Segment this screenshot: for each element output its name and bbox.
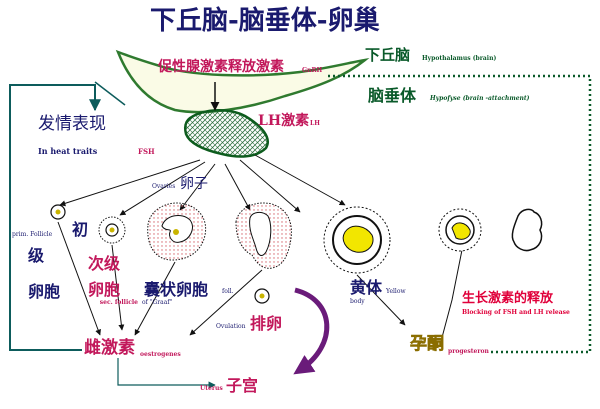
graafian-cn: 囊状卵胞 [144, 280, 209, 299]
graafian-follicle [147, 202, 207, 261]
pituitary-label: 脑垂体 [368, 86, 417, 105]
growth-hormone-cn: 生长激素的释放 [462, 291, 554, 306]
growth-hormone-en: Blocking of FSH and LH release [462, 309, 570, 316]
corpus-albicans [511, 208, 543, 252]
corpus-luteum-cn: 黄体 [350, 278, 383, 297]
ruptured-follicle [235, 202, 292, 269]
primary-follicle-en: prim. Follicle [12, 231, 53, 238]
ovulation-en: Ovulation [216, 323, 246, 330]
uterus-en: Uterus [200, 385, 223, 392]
ovulated-egg [254, 288, 270, 304]
hormone-arrows [57, 221, 406, 336]
hypothalamus-shape [115, 49, 370, 114]
primary-follicle-cn1: 初 [72, 220, 89, 239]
ovaries-en: Ovaries [152, 183, 176, 190]
heat-arrow [94, 81, 126, 106]
heat-en: In heat traits [38, 146, 98, 156]
secondary-follicle-cn1: 次级 [88, 254, 121, 273]
uterus-arrow [117, 358, 216, 389]
estrogen-cn: 雌激素 [84, 338, 135, 358]
pituitary-shape [183, 109, 269, 158]
ovulation-arrow [293, 287, 330, 375]
pituitary-arrows [59, 154, 346, 216]
secondary-follicle-cn2: 卵胞 [88, 280, 121, 299]
fsh-label: FSH [138, 147, 155, 156]
estrogen-feedback-line [9, 84, 101, 351]
hypothalamus-en: Hypothalamus (brain) [422, 55, 497, 62]
heat-label: 发情表现 [38, 114, 106, 134]
corpus-luteum [323, 206, 391, 274]
graafian-prefix: foll. [222, 288, 234, 295]
regressing-corpus-luteum [438, 208, 482, 252]
graafian-en: of "Graaf" [142, 299, 173, 306]
pituitary-en: Hypofyse (brain -attachment) [430, 95, 530, 102]
primary-follicle [50, 204, 66, 220]
corpus-luteum-en2: body [350, 298, 365, 305]
lh-sub: LH [310, 120, 320, 127]
lh-label: LH激素 [258, 113, 310, 129]
estrogen-sub: oestrogenes [140, 351, 181, 358]
uterus-cn: 子宫 [226, 376, 259, 395]
ovaries-cn: 卵子 [180, 176, 208, 192]
corpus-luteum-en1: Yellow [386, 288, 406, 295]
gnrh-sub: GnRH [302, 67, 323, 74]
secondary-follicle-en: sec. follicle [99, 299, 138, 306]
primary-follicle-cn3: 卵胞 [28, 282, 61, 301]
page-title: 下丘脑-脑垂体-卵巢 [150, 6, 380, 36]
secondary-follicle [98, 216, 126, 244]
primary-follicle-cn2: 级 [28, 246, 45, 265]
growth-hormone-line [439, 249, 463, 346]
hypothalamus-label: 下丘脑 [365, 46, 411, 64]
feedback-dotted-line [328, 74, 592, 354]
progesterone-cn: 孕酮 [410, 334, 445, 354]
ovulation-cn: 排卵 [250, 314, 283, 333]
progesterone-sub: progesteron [448, 348, 489, 355]
gnrh-label: 促性腺激素释放激素 [158, 59, 284, 75]
